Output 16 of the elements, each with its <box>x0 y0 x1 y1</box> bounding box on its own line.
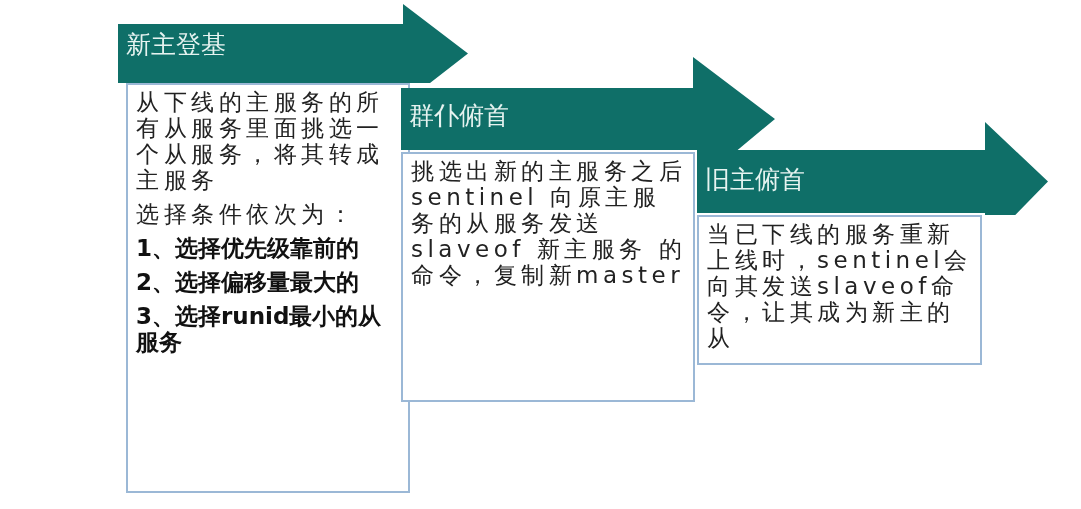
description-text: 选择条件依次为： <box>136 201 357 227</box>
criteria-item: 1、选择优先级靠前的 <box>136 235 360 261</box>
description-text: 当已下线的服务重新上线时，sentinel会向其发送slaveof命令，让其成为新主的从 <box>707 221 973 351</box>
stage-title: 旧主俯首 <box>705 165 805 195</box>
criteria-item: 2、选择偏移量最大的 <box>136 269 360 295</box>
arrow-banner <box>118 4 468 83</box>
description-text: 挑选出新的主服务之后sentinel 向原主服务的从服务发送 slaveof 新主服务 的命令，复制新master <box>411 158 687 288</box>
stage-title: 新主登基 <box>126 30 226 60</box>
description-card <box>401 152 695 402</box>
arrow-banner <box>697 122 1048 215</box>
description-text: 从下线的主服务的所有从服务里面挑选一个从服务，将其转成主服务 <box>136 89 385 193</box>
stage-title: 群仆俯首 <box>409 101 509 131</box>
arrow-banner <box>401 57 775 150</box>
criteria-item: 3、选择runid最小的从服务 <box>136 303 383 355</box>
description-card <box>697 215 982 365</box>
description-card <box>126 83 410 493</box>
